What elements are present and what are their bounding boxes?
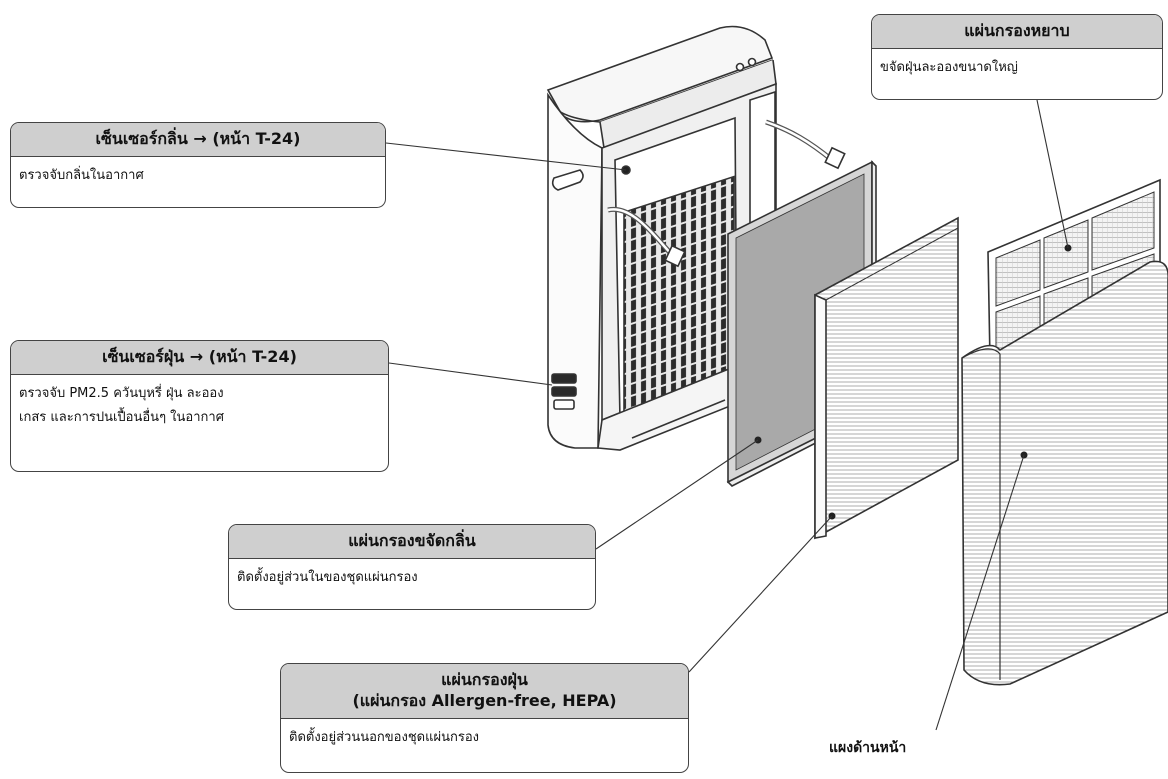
leader-pre-filter <box>1036 99 1069 249</box>
deodorizing-filter-callout: แผ่นกรองขจัดกลิ่น ติดตั้งอยู่ส่วนในของชุ… <box>228 524 596 610</box>
leader-front-panel <box>935 454 1025 731</box>
leader-dust-filter <box>688 515 833 673</box>
dust-filter-illustration <box>814 216 959 540</box>
pre-filter-title: แผ่นกรองหยาบ <box>872 15 1162 49</box>
dust-filter-title-line2: (แผ่นกรอง Allergen-free, HEPA) <box>352 690 617 710</box>
deodorizing-filter-title: แผ่นกรองขจัดกลิ่น <box>229 525 595 559</box>
leader-deodorizing-filter <box>595 439 759 550</box>
dust-sensor-description-line2: เกสร และการปนเปื้อนอื่นๆ ในอากาศ <box>19 409 224 425</box>
front-panel-illustration <box>961 260 1168 686</box>
pre-filter-description: ขจัดฝุ่นละอองขนาดใหญ่ <box>880 59 1018 75</box>
leader-lines <box>385 99 1069 731</box>
front-panel-label: แผงด้านหน้า <box>829 740 907 756</box>
dust-filter-description: ติดตั้งอยู่ส่วนนอกของชุดแผ่นกรอง <box>289 729 479 745</box>
dust-sensor-description-line1: ตรวจจับ PM2.5 ควันบุหรี่ ฝุ่น ละออง <box>19 385 224 401</box>
odor-sensor-title: เซ็นเซอร์กลิ่น → (หน้า T-24) <box>11 123 385 157</box>
dust-filter-callout: แผ่นกรองฝุ่น (แผ่นกรอง Allergen-free, HE… <box>280 663 689 773</box>
dust-sensor-callout: เซ็นเซอร์ฝุ่น → (หน้า T-24) ตรวจจับ PM2.… <box>10 340 389 472</box>
pre-filter-callout: แผ่นกรองหยาบ ขจัดฝุ่นละอองขนาดใหญ่ <box>871 14 1163 100</box>
deodorizing-filter-description: ติดตั้งอยู่ส่วนในของชุดแผ่นกรอง <box>237 569 418 585</box>
odor-sensor-description: ตรวจจับกลิ่นในอากาศ <box>19 167 144 183</box>
odor-sensor-callout: เซ็นเซอร์กลิ่น → (หน้า T-24) ตรวจจับกลิ่… <box>10 122 386 208</box>
leader-dust-sensor <box>388 362 553 386</box>
dust-filter-title-line1: แผ่นกรองฝุ่น <box>441 670 528 689</box>
leader-odor-sensor <box>385 142 627 171</box>
dust-sensor-title: เซ็นเซอร์ฝุ่น → (หน้า T-24) <box>11 341 388 375</box>
